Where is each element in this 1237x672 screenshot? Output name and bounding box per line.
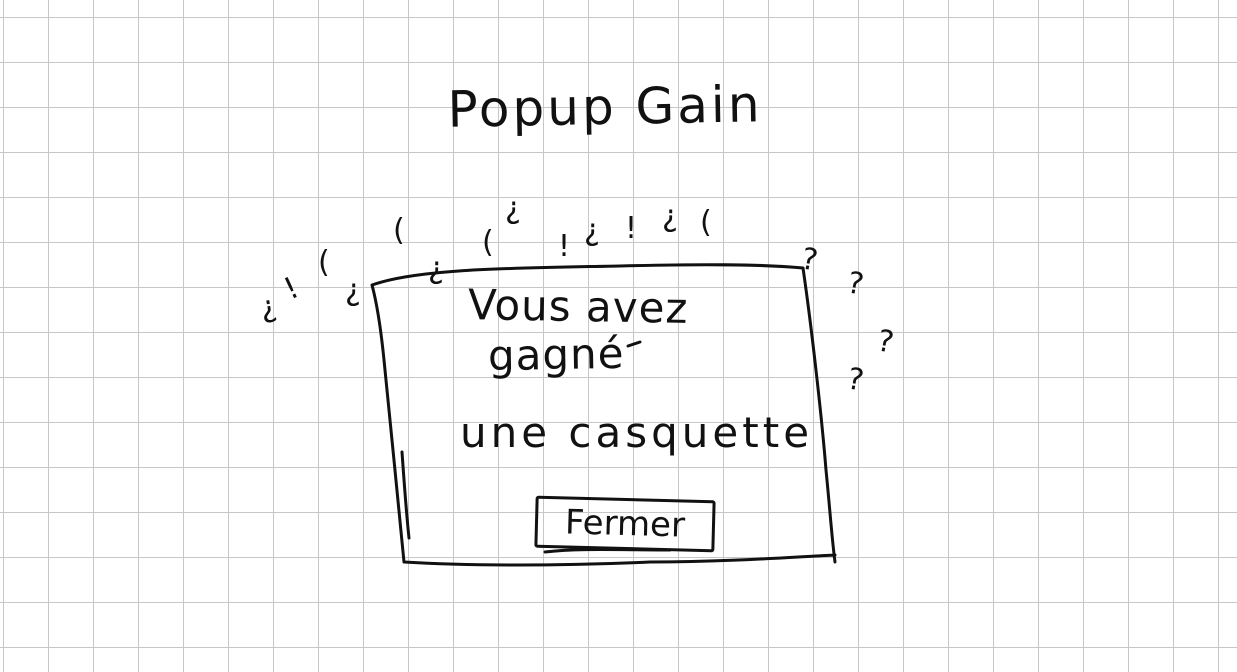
confetti-glyph: ( bbox=[700, 205, 712, 240]
confetti-glyph: ¿ bbox=[257, 289, 279, 326]
confetti-glyph: ! bbox=[558, 229, 570, 264]
page-title: Popup Gain bbox=[447, 75, 763, 139]
confetti-glyph: ( bbox=[482, 225, 494, 260]
confetti-glyph: ( bbox=[393, 213, 405, 248]
confetti-glyph: ¿ bbox=[345, 273, 361, 308]
confetti-glyph: ! bbox=[279, 270, 305, 307]
popup-message-line-1: Vous avez bbox=[467, 280, 689, 333]
confetti-glyph: ? bbox=[845, 361, 867, 398]
popup-message-line-3: une casquette bbox=[460, 408, 814, 457]
button-underline-stroke bbox=[543, 548, 672, 554]
confetti-glyph: ? bbox=[875, 323, 897, 360]
confetti-glyph: ¿ bbox=[662, 199, 678, 234]
accent-stroke bbox=[626, 340, 642, 348]
confetti-glyph: ¿ bbox=[584, 213, 600, 248]
popup-message-line-2: gagné bbox=[487, 328, 625, 381]
confetti-glyph: ! bbox=[625, 211, 637, 246]
confetti-glyph: ¿ bbox=[428, 251, 444, 286]
confetti-glyph: ( bbox=[318, 245, 330, 280]
confetti-group: ¿ ! ( ¿ ( ¿ ( ¿ ! ¿ ! ¿ ( ? ? ? ? bbox=[257, 191, 896, 399]
confetti-glyph: ? bbox=[845, 265, 867, 302]
confetti-glyph: ¿ bbox=[505, 191, 521, 226]
popup-box-outline bbox=[370, 263, 837, 567]
popup-box-shadow-stroke bbox=[400, 450, 411, 540]
confetti-glyph: ? bbox=[799, 241, 821, 278]
close-button[interactable]: Fermer bbox=[534, 495, 716, 553]
